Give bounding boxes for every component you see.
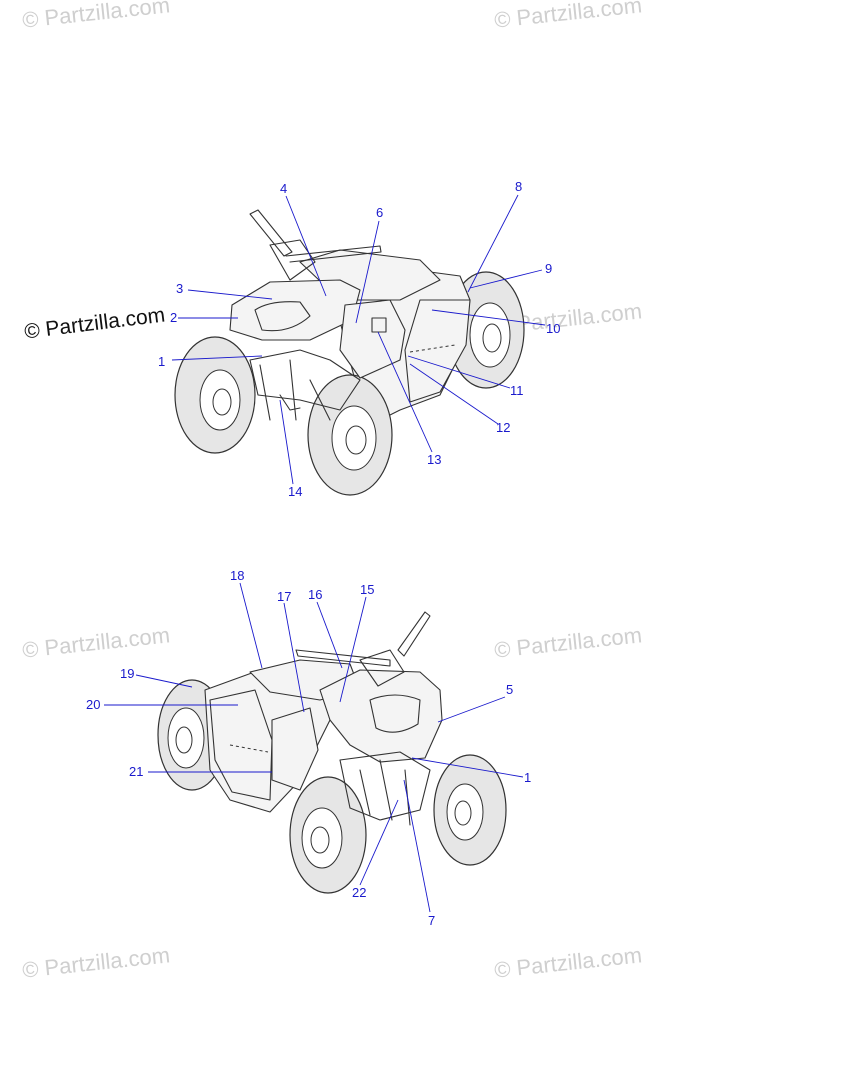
callout-label: 19 — [120, 666, 134, 681]
callout-label: 1 — [524, 770, 531, 785]
atv-front-left-illustration — [174, 209, 525, 496]
callout-label: 12 — [496, 420, 510, 435]
callout-label: 5 — [506, 682, 513, 697]
callouts-bottom: 1 5 7 15 16 17 18 19 20 21 22 — [86, 568, 531, 928]
callout-label: 6 — [376, 205, 383, 220]
callout-label: 15 — [360, 582, 374, 597]
callout-label: 17 — [277, 589, 291, 604]
callout-label: 8 — [515, 179, 522, 194]
callout-label: 1 — [158, 354, 165, 369]
callout-label: 16 — [308, 587, 322, 602]
callout-label: 3 — [176, 281, 183, 296]
callout-label: 18 — [230, 568, 244, 583]
callout-label: 9 — [545, 261, 552, 276]
callout-label: 20 — [86, 697, 100, 712]
callout-label: 11 — [510, 383, 524, 398]
callouts-top: 1 2 3 4 6 8 9 10 11 12 13 14 — [158, 179, 560, 499]
callout-label: 22 — [352, 885, 366, 900]
callout-label: 13 — [427, 452, 441, 467]
callout-label: 10 — [546, 321, 560, 336]
leader-lines-bottom — [104, 582, 524, 913]
callout-label: 14 — [288, 484, 302, 499]
leader-lines-top — [171, 194, 546, 485]
atv-rear-right-illustration — [157, 611, 507, 894]
callout-label: 7 — [428, 913, 435, 928]
callout-label: 4 — [280, 181, 287, 196]
callout-label: 2 — [170, 310, 177, 325]
callout-label: 21 — [129, 764, 143, 779]
